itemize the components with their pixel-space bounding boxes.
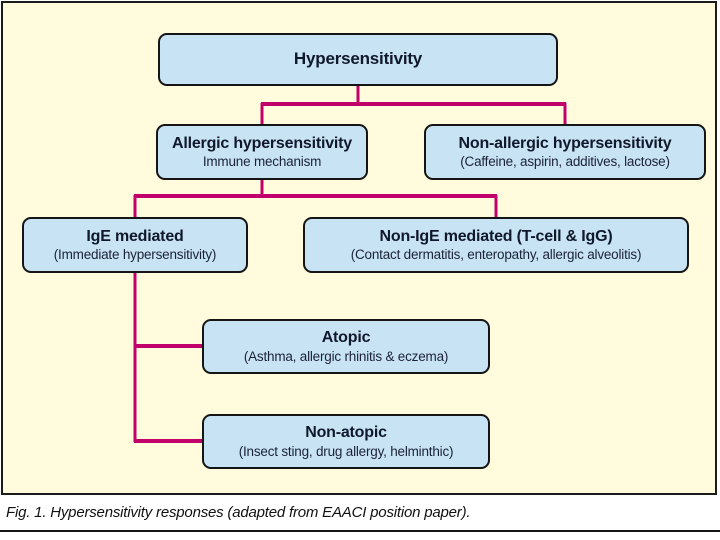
node-non-allergic-title: Non-allergic hypersensitivity bbox=[458, 134, 672, 152]
node-non-atopic-subtitle: (Insect sting, drug allergy, helminthic) bbox=[238, 443, 454, 459]
node-non-ige-subtitle: (Contact dermatitis, enteropathy, allerg… bbox=[350, 247, 642, 262]
node-non-allergic-hypersensitivity: Non-allergic hypersensitivity (Caffeine,… bbox=[424, 124, 706, 180]
node-non-ige-title: Non-IgE mediated (T-cell & IgG) bbox=[379, 227, 613, 245]
node-atopic-subtitle: (Asthma, allergic rhinitis & eczema) bbox=[243, 348, 449, 364]
bottom-divider bbox=[0, 530, 720, 532]
node-ige-mediated: IgE mediated (Immediate hypersensitivity… bbox=[22, 217, 248, 273]
node-non-atopic-title: Non-atopic bbox=[305, 424, 387, 442]
node-hypersensitivity: Hypersensitivity bbox=[158, 33, 558, 86]
node-allergic-hypersensitivity: Allergic hypersensitivity Immune mechani… bbox=[156, 124, 368, 180]
node-atopic: Atopic (Asthma, allergic rhinitis & ecze… bbox=[202, 319, 490, 374]
node-non-atopic: Non-atopic (Insect sting, drug allergy, … bbox=[202, 414, 490, 469]
figure-caption: Fig. 1. Hypersensitivity responses (adap… bbox=[6, 504, 471, 521]
node-ige-title: IgE mediated bbox=[86, 227, 184, 245]
node-ige-subtitle: (Immediate hypersensitivity) bbox=[53, 247, 217, 262]
node-non-allergic-subtitle: (Caffeine, aspirin, additives, lactose) bbox=[460, 154, 670, 169]
node-allergic-subtitle: Immune mechanism bbox=[202, 154, 322, 169]
node-non-ige-mediated: Non-IgE mediated (T-cell & IgG) (Contact… bbox=[303, 217, 689, 273]
node-allergic-title: Allergic hypersensitivity bbox=[172, 134, 352, 152]
node-atopic-title: Atopic bbox=[321, 329, 371, 347]
node-hypersensitivity-title: Hypersensitivity bbox=[293, 49, 423, 69]
